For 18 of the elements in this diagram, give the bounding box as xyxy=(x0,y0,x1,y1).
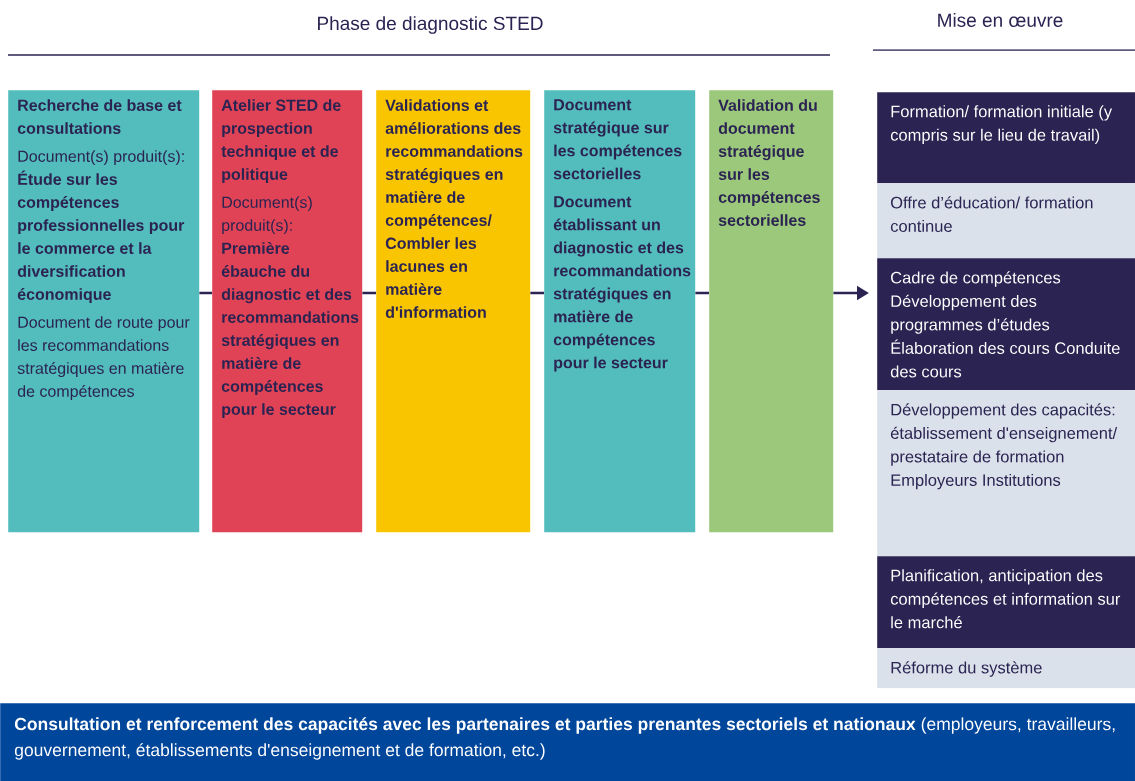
area-band: Cadre de compétences Développement des programmes d’études Élaboration des cours Conduite des cours xyxy=(877,258,1135,391)
stage-box: Recherche de base et consultations Document(s) produit(s): Étude sur les compétences professionnelles pour le commerce et la diversification économique Document de route pour les recommandations stratégiques en matière de compétences xyxy=(8,90,200,533)
phase-heading: Phase de diagnostic STED xyxy=(318,16,543,34)
area-band: Planification, anticipation des compétences et information sur le marché xyxy=(877,556,1135,649)
stage-box: Validations et améliorations des recommandations stratégiques en matière de compétences/ Combler les lacunes en matière d'information xyxy=(376,90,531,533)
area-band: Offre d’éducation/ formation continue xyxy=(877,183,1135,259)
area-band: Développement des capacités: établissement d'enseignement/ prestataire de formation Employeurs Institutions xyxy=(877,390,1135,557)
stage-box: Validation du document stratégique sur les compétences sectorielles xyxy=(709,90,834,533)
consultation-banner: Consultation et renforcement des capacités avec les partenaires et parties prenantes sectoriels et nationaux (employeurs, travailleurs, gouvernement, établissements d'enseignement et de formation, etc.) xyxy=(0,703,1135,781)
stage-box: Document stratégique sur les compétences sectorielles Document établissant un diagnostic et des recommandations stratégiques en matière de compétences pour le secteur xyxy=(544,90,696,533)
area-band: Formation/ formation initiale (y compris sur le lieu de travail) xyxy=(877,92,1135,184)
area-band: Réforme du système xyxy=(877,648,1135,689)
connector-line xyxy=(199,291,212,295)
connector-line xyxy=(362,291,376,295)
phase-heading: Mise en œuvre xyxy=(938,13,1063,27)
connector-line xyxy=(530,291,544,295)
stage-box: Atelier STED de prospection technique et de politique Document(s) produit(s): Première ébauche du diagnostic et des recommandations stratégiques en matière de compétences pour le secteur xyxy=(212,90,363,533)
connector-line xyxy=(695,291,709,295)
